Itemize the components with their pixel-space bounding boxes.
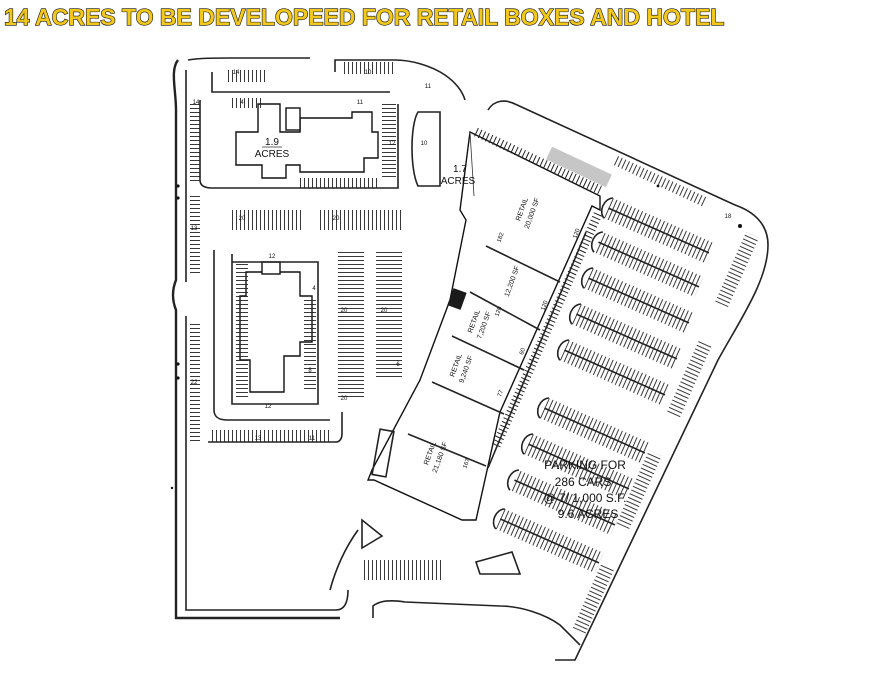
dim-label: 120	[495, 305, 504, 317]
stall-count: 4	[312, 286, 316, 292]
dim-label: 167	[463, 457, 472, 469]
stall-count: 14	[233, 70, 240, 76]
stall-count: 12	[389, 141, 396, 147]
dim-label: 120	[573, 227, 582, 239]
dim-label: 77	[497, 389, 505, 398]
parcel-acres-value: 1.7	[453, 164, 467, 175]
retail-strip	[366, 130, 601, 521]
site-boundary	[171, 57, 769, 661]
stall-count: 4	[240, 100, 244, 106]
stall-count: 20	[341, 396, 348, 402]
dim-label: 182	[497, 231, 506, 243]
landscape-islands	[361, 518, 522, 575]
stall-count: 20	[381, 308, 388, 314]
stall-count: 6	[396, 362, 400, 368]
dim-label: 120	[541, 299, 550, 311]
retail-front-stalls	[474, 127, 603, 469]
stall-count: 13	[255, 436, 262, 442]
dumpster-pad	[371, 428, 395, 478]
parking-summary-line: 9.6 ACRES	[558, 507, 619, 521]
stall-count: 20	[341, 308, 348, 314]
stall-count: 14	[193, 100, 200, 106]
stall-count: 10	[365, 70, 372, 76]
parcel-acres-value: 1.9	[265, 137, 279, 148]
parking-summary-line: @ 7/ 1,000 S.F.	[544, 491, 627, 505]
stall-count: 12	[269, 254, 276, 260]
stall-count: 20	[239, 216, 246, 222]
site-title: 14 ACRES TO BE DEVELOPEED FOR RETAIL BOX…	[3, 3, 725, 30]
stall-count: 18	[725, 214, 732, 220]
stall-count-labels: 14 14 4 10 11 11 12 10 20 20 13 12 4 20 …	[191, 70, 732, 442]
stall-count: 13	[191, 226, 198, 232]
stall-count: 11	[309, 436, 316, 442]
parcel-acres-unit: ACRES	[255, 149, 290, 160]
parking-stalls-left	[190, 62, 442, 580]
parking-summary-line: 286 CARS	[555, 475, 612, 489]
hotel-building-north: 1.9 ACRES	[199, 72, 399, 189]
east-parking-rows	[492, 146, 759, 634]
loading-dock	[447, 288, 467, 310]
stall-count: 12	[265, 404, 272, 410]
hotel-building-mid	[231, 254, 319, 405]
stall-count: 11	[357, 100, 364, 106]
stall-count: 22	[191, 380, 198, 386]
site-markers	[170, 184, 742, 490]
stall-count: 20	[333, 216, 340, 222]
parking-summary: PARKING FOR 286 CARS @ 7/ 1,000 S.F. 9.6…	[544, 458, 627, 521]
stall-count: 8	[308, 368, 312, 374]
parcel-acres-unit: ACRES	[441, 176, 476, 187]
parking-summary-line: PARKING FOR	[544, 458, 626, 472]
dim-label: 60	[519, 347, 527, 356]
stall-count: 11	[425, 84, 432, 90]
stall-count: 10	[421, 141, 428, 147]
